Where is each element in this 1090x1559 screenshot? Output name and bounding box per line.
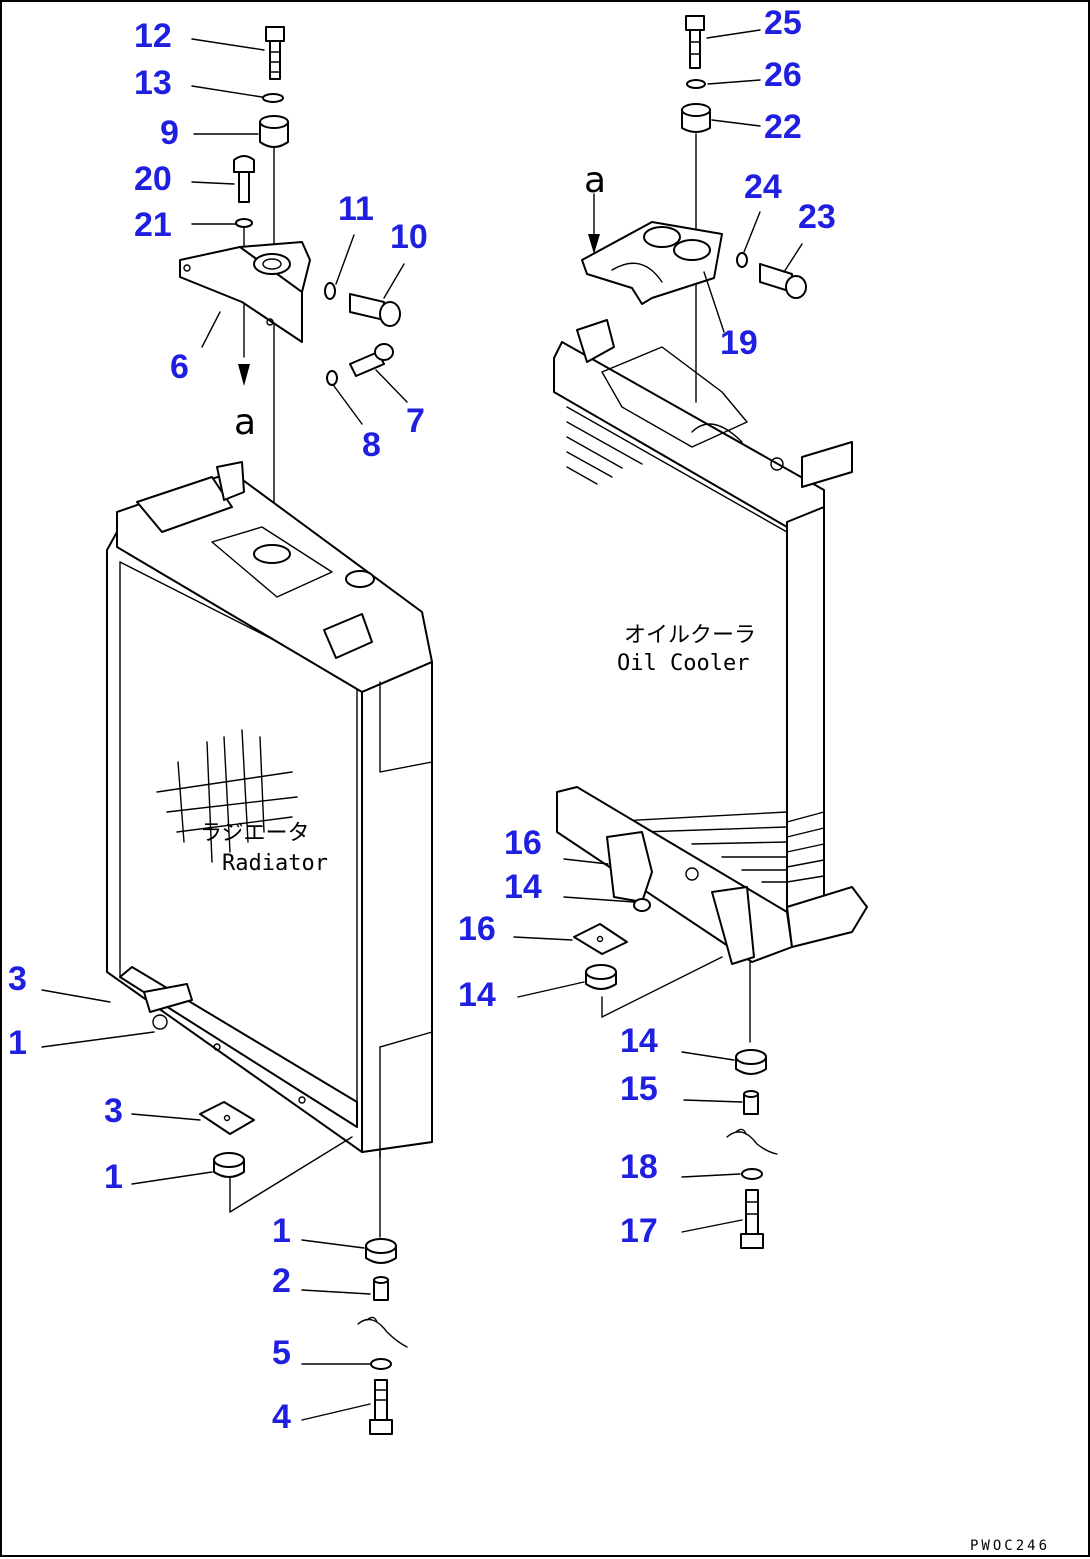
- callout-20: 20: [134, 160, 172, 198]
- callout-23: 23: [798, 198, 836, 236]
- callout-3-upper: 3: [8, 960, 27, 998]
- callout-18: 18: [620, 1148, 658, 1186]
- radiator-label-en: Radiator: [222, 851, 328, 876]
- callout-5: 5: [272, 1334, 291, 1372]
- radiator-label-jp: ラジエータ: [200, 821, 310, 846]
- callout-3-lower: 3: [104, 1092, 123, 1130]
- oil-cooler-mount-hardware-top: [581, 15, 807, 403]
- radiator-mount-hardware-top: [179, 26, 401, 551]
- callout-2: 2: [272, 1262, 291, 1300]
- callout-17: 17: [620, 1212, 658, 1250]
- callout-14-bottom: 14: [620, 1022, 658, 1060]
- callout-16-lower: 16: [458, 910, 496, 948]
- callout-7: 7: [406, 402, 425, 440]
- callout-14-lower: 14: [458, 976, 496, 1014]
- callout-19: 19: [720, 324, 758, 362]
- view-marker-left: a: [234, 402, 256, 443]
- callout-13: 13: [134, 64, 172, 102]
- callout-25: 25: [764, 4, 802, 42]
- part-callouts: 12 13 9 20 21 11 10 6 8 7 3 1 3 1 1 2 5 …: [8, 4, 836, 1436]
- callout-11: 11: [338, 190, 374, 228]
- oil-cooler-label-jp: オイルクーラ: [624, 623, 756, 648]
- callout-12: 12: [134, 17, 172, 55]
- callout-1-lower: 1: [104, 1158, 123, 1196]
- callout-9: 9: [160, 114, 179, 152]
- oil-cooler-body: [553, 319, 868, 1043]
- callout-15: 15: [620, 1070, 658, 1108]
- callout-1-upper: 1: [8, 1024, 27, 1062]
- callout-14-upper: 14: [504, 868, 542, 906]
- radiator-mount-hardware-bottom: [199, 1101, 408, 1435]
- callout-6: 6: [170, 348, 189, 386]
- oil-cooler-mount-hardware-bottom: [573, 923, 778, 1249]
- callout-8: 8: [362, 426, 381, 464]
- component-labels: ラジエータ Radiator オイルクーラ Oil Cooler: [200, 623, 756, 876]
- callout-26: 26: [764, 56, 802, 94]
- view-marker-right: a: [584, 160, 606, 201]
- oil-cooler-core-fins: [566, 406, 825, 883]
- radiator-body: [106, 461, 433, 1238]
- callout-21: 21: [134, 206, 172, 244]
- drawing-code: PWOC246: [970, 1538, 1050, 1554]
- callout-22: 22: [764, 108, 802, 146]
- callout-10: 10: [390, 218, 428, 256]
- leader-lines: [41, 29, 803, 1421]
- callout-16-upper: 16: [504, 824, 542, 862]
- callout-24: 24: [744, 168, 782, 206]
- callout-1-bottom: 1: [272, 1212, 291, 1250]
- callout-4: 4: [272, 1398, 291, 1436]
- view-markers: a a: [234, 160, 606, 443]
- oil-cooler-label-en: Oil Cooler: [617, 651, 749, 676]
